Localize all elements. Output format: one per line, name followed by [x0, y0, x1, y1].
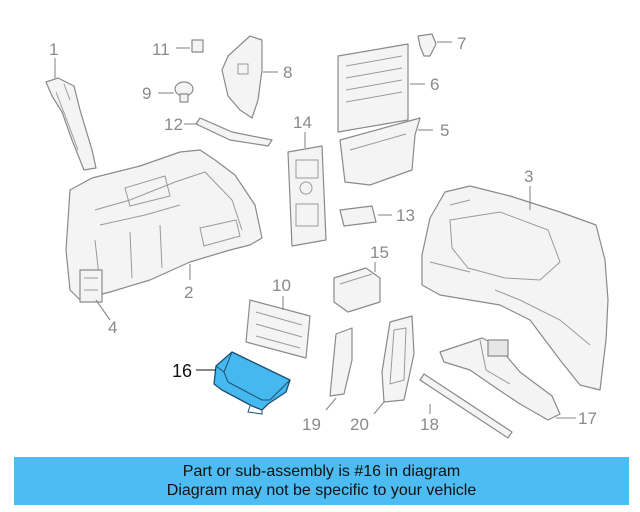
- part-20-pillar-trim[interactable]: [381, 315, 415, 403]
- part-18-jack-handle[interactable]: [419, 373, 513, 439]
- callout-2: 2: [184, 283, 193, 302]
- callout-18: 18: [420, 415, 439, 434]
- part-10-grille-panel[interactable]: [245, 299, 311, 359]
- part-9-push-pin[interactable]: [174, 81, 194, 103]
- part-11-clip[interactable]: [191, 39, 204, 53]
- part-3-rear-quarter-trim[interactable]: [421, 185, 609, 391]
- callout-8: 8: [283, 63, 292, 82]
- callout-10: 10: [272, 276, 291, 295]
- info-banner: Part or sub-assembly is #16 in diagram D…: [14, 457, 629, 505]
- callout-16: 16: [172, 361, 192, 381]
- callout-9: 9: [142, 84, 151, 103]
- callout-20: 20: [350, 415, 369, 434]
- part-19-trim-strip[interactable]: [329, 327, 353, 397]
- banner-line-1: Part or sub-assembly is #16 in diagram: [182, 463, 461, 480]
- part-6-cargo-cover[interactable]: [337, 43, 409, 133]
- part-14-switch-panel[interactable]: [287, 145, 327, 247]
- callout-3: 3: [524, 167, 533, 186]
- callout-7: 7: [457, 34, 466, 53]
- callout-5: 5: [440, 121, 449, 140]
- callout-6: 6: [430, 75, 439, 94]
- part-4-bracket[interactable]: [79, 269, 103, 303]
- callout-11: 11: [152, 40, 170, 59]
- part-17-jack[interactable]: [439, 337, 561, 421]
- callout-1: 1: [49, 40, 58, 59]
- callout-15: 15: [370, 243, 389, 262]
- part-12-trim-strip[interactable]: [195, 117, 273, 147]
- part-16-highlighted[interactable]: [213, 351, 291, 415]
- part-13-bracket[interactable]: [339, 205, 377, 227]
- callout-19: 19: [302, 415, 321, 434]
- callout-12: 12: [164, 115, 183, 134]
- part-7-clip[interactable]: [417, 33, 437, 57]
- part-2-quarter-trim-panel[interactable]: [65, 149, 263, 301]
- callout-17: 17: [578, 409, 597, 428]
- banner-line-2: Diagram may not be specific to your vehi…: [166, 482, 477, 499]
- part-1-pillar-trim[interactable]: [45, 77, 97, 171]
- parts-diagram: 1 2 3 4 5 6: [45, 33, 609, 439]
- part-15-storage-bin[interactable]: [333, 267, 381, 313]
- callout-4: 4: [108, 318, 117, 337]
- callout-13: 13: [396, 206, 415, 225]
- callout-14: 14: [293, 113, 312, 132]
- part-8-pillar-trim[interactable]: [221, 35, 263, 119]
- part-5-cover-panel[interactable]: [339, 117, 421, 186]
